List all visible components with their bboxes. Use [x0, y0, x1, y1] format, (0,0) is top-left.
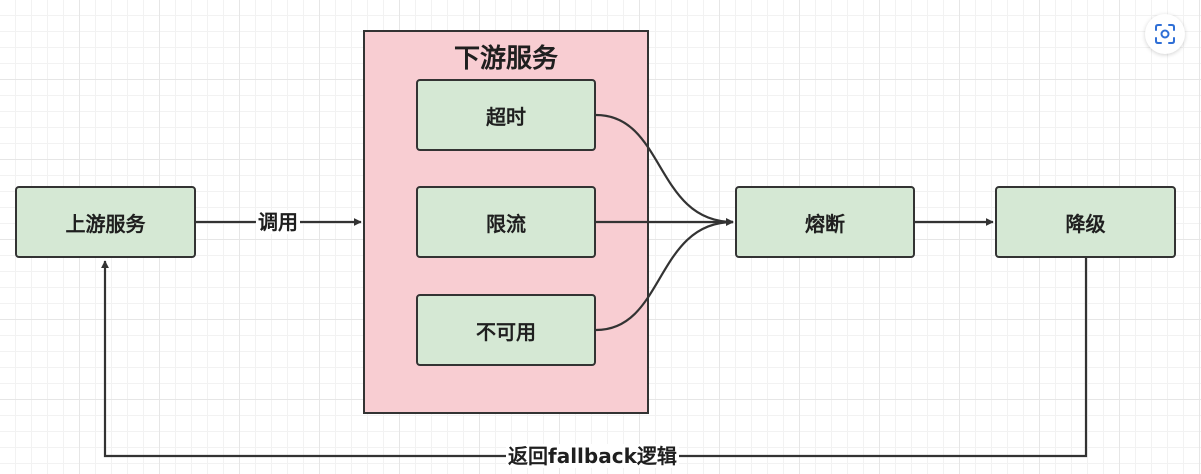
node-unavailable[interactable]: 不可用 — [416, 294, 596, 366]
node-degrade[interactable]: 降级 — [995, 186, 1176, 258]
edge-label-call: 调用 — [256, 210, 300, 234]
node-circuit-breaker[interactable]: 熔断 — [735, 186, 915, 258]
group-title: 下游服务 — [453, 44, 558, 74]
edge-unavailable-to-breaker — [595, 218, 734, 332]
edge-label-fallback: 返回fallback逻辑 — [506, 444, 679, 468]
scan-focus-button[interactable] — [1145, 14, 1185, 54]
node-upstream-service[interactable]: 上游服务 — [15, 186, 196, 258]
node-rate-limit[interactable]: 限流 — [416, 186, 596, 258]
node-timeout[interactable]: 超时 — [416, 79, 596, 151]
edge-timeout-to-breaker — [595, 113, 734, 226]
scan-focus-icon — [1155, 24, 1175, 44]
